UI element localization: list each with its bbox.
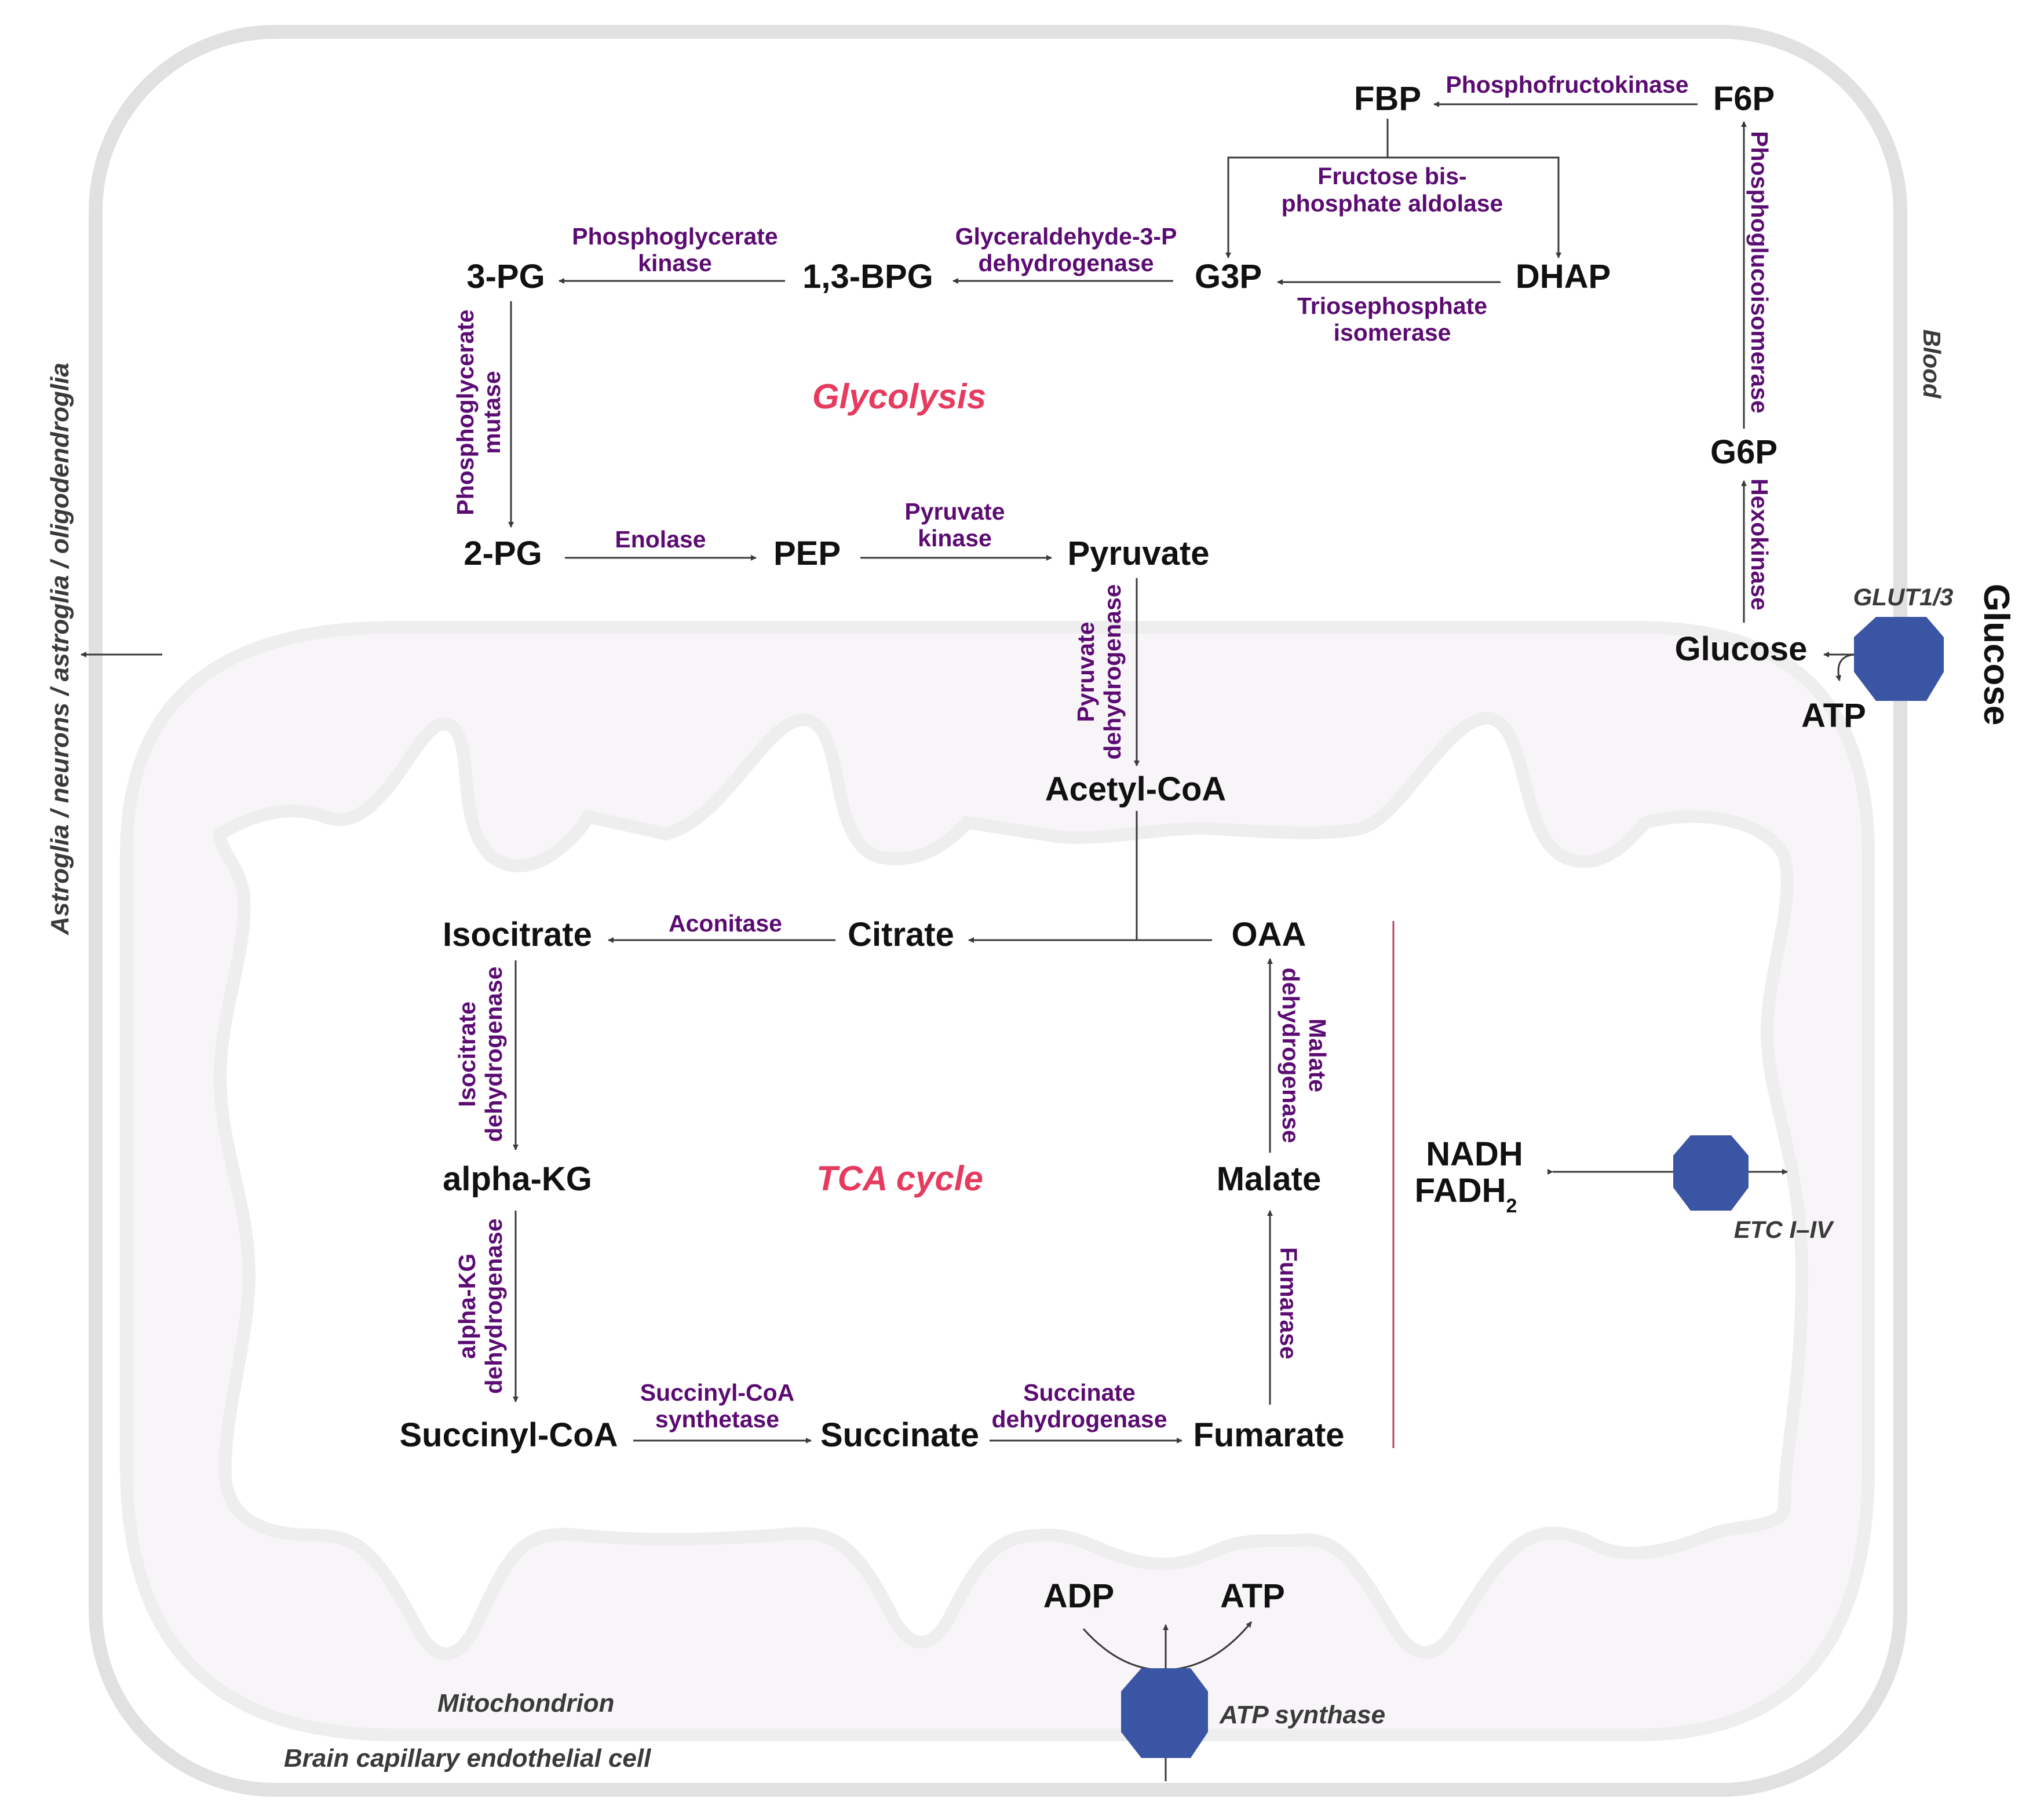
aldolase-label-line2: phosphate aldolase: [1282, 190, 1503, 217]
enolase-label: Enolase: [615, 526, 706, 553]
pgk-label-line1: Phosphoglycerate: [572, 223, 778, 250]
glycolysis-title: Glycolysis: [812, 377, 986, 416]
atp-synthase-label: ATP synthase: [1219, 1701, 1385, 1729]
gapdh-label-line1: Glyceraldehyde-3-P: [955, 223, 1177, 250]
g3p-node: G3P: [1195, 258, 1262, 295]
fadh-node: FADH2: [1415, 1172, 1517, 1217]
fadh-subscript: 2: [1506, 1195, 1517, 1217]
atp-synthase-atp-node: ATP: [1220, 1577, 1285, 1615]
pgm-label-line1: Phosphoglycerate: [452, 309, 479, 515]
adp-node: ADP: [1043, 1577, 1114, 1615]
mdh-label-line2: dehydrogenase: [1278, 967, 1304, 1143]
akgdh-label-line1: alpha-KG: [454, 1253, 480, 1359]
pyruvate-node: Pyruvate: [1067, 535, 1209, 572]
fadh-text: FADH: [1415, 1172, 1506, 1209]
idh-label-line2: dehydrogenase: [480, 966, 507, 1142]
blood-label: Blood: [1918, 330, 1946, 399]
cell-label: Brain capillary endothelial cell: [284, 1744, 651, 1773]
nadh-node: NADH: [1426, 1135, 1523, 1173]
oaa-node: OAA: [1232, 916, 1306, 953]
glucose-node: Glucose: [1675, 630, 1808, 668]
tpi-label-line1: Triosephosphate: [1297, 293, 1487, 319]
etc-label: ETC I–IV: [1734, 1216, 1834, 1243]
fumarase-label: Fumarase: [1275, 1247, 1302, 1359]
gapdh-label-line2: dehydrogenase: [978, 250, 1154, 276]
glut-transporter-shape: [1854, 617, 1944, 701]
glut-label: GLUT1/3: [1853, 583, 1954, 611]
mitochondrion-label: Mitochondrion: [437, 1689, 615, 1717]
succinyl-coa-node: Succinyl-CoA: [399, 1416, 618, 1454]
2pg-node: 2-PG: [463, 535, 542, 572]
dhap-node: DHAP: [1516, 258, 1611, 295]
f6p-node: F6P: [1713, 80, 1775, 118]
3pg-node: 3-PG: [466, 258, 545, 295]
akgdh-label-line2: dehydrogenase: [480, 1218, 507, 1394]
phosphofructokinase-label: Phosphofructokinase: [1446, 71, 1688, 98]
scs-label-line1: Succinyl-CoA: [640, 1379, 795, 1406]
succinate-node: Succinate: [820, 1416, 979, 1454]
pgk-label-line2: kinase: [638, 250, 712, 276]
tpi-label-line2: isomerase: [1334, 319, 1451, 346]
aconitase-label: Aconitase: [669, 910, 782, 937]
scs-label-line2: synthetase: [655, 1406, 779, 1432]
transport-atp-node: ATP: [1801, 697, 1866, 734]
pdh-label-line1: Pyruvate: [1072, 622, 1099, 722]
acetyl-coa-node: Acetyl-CoA: [1045, 770, 1227, 808]
idh-label-line1: Isocitrate: [454, 1002, 480, 1107]
target-cells-label: Astroglia / neurons / astroglia / oligod…: [46, 363, 74, 935]
mitochondrion-cristae: [213, 712, 1809, 1660]
tca-cycle-title: TCA cycle: [816, 1159, 983, 1198]
pk-label-line2: kinase: [918, 525, 992, 551]
mdh-label-line1: Malate: [1304, 1018, 1331, 1092]
atp-synthase-shape: [1121, 1668, 1208, 1758]
fumarate-node: Fumarate: [1193, 1416, 1344, 1454]
isocitrate-node: Isocitrate: [443, 916, 592, 953]
reaction-arrows: [81, 101, 1929, 1781]
sdh-label-line1: Succinate: [1023, 1379, 1136, 1406]
malate-node: Malate: [1217, 1160, 1322, 1198]
citrate-node: Citrate: [848, 916, 954, 953]
blood-glucose-label: Glucose: [1976, 584, 2016, 726]
g6p-node: G6P: [1710, 433, 1777, 471]
pgm-label-line2: mutase: [479, 371, 505, 454]
pep-node: PEP: [773, 535, 841, 572]
pdh-label-line2: dehydrogenase: [1099, 584, 1126, 759]
fbp-node: FBP: [1354, 80, 1421, 118]
aldolase-label-line1: Fructose bis-: [1317, 163, 1466, 189]
phosphoglucoisomerase-label: Phosphoglucoisomerase: [1746, 131, 1773, 414]
pk-label-line1: Pyruvate: [904, 498, 1005, 525]
bpg-node: 1,3-BPG: [802, 258, 933, 295]
etc-complex-shape: [1673, 1135, 1749, 1211]
akg-node: alpha-KG: [443, 1160, 592, 1198]
sdh-label-line2: dehydrogenase: [991, 1406, 1167, 1432]
hexokinase-label: Hexokinase: [1746, 478, 1773, 611]
